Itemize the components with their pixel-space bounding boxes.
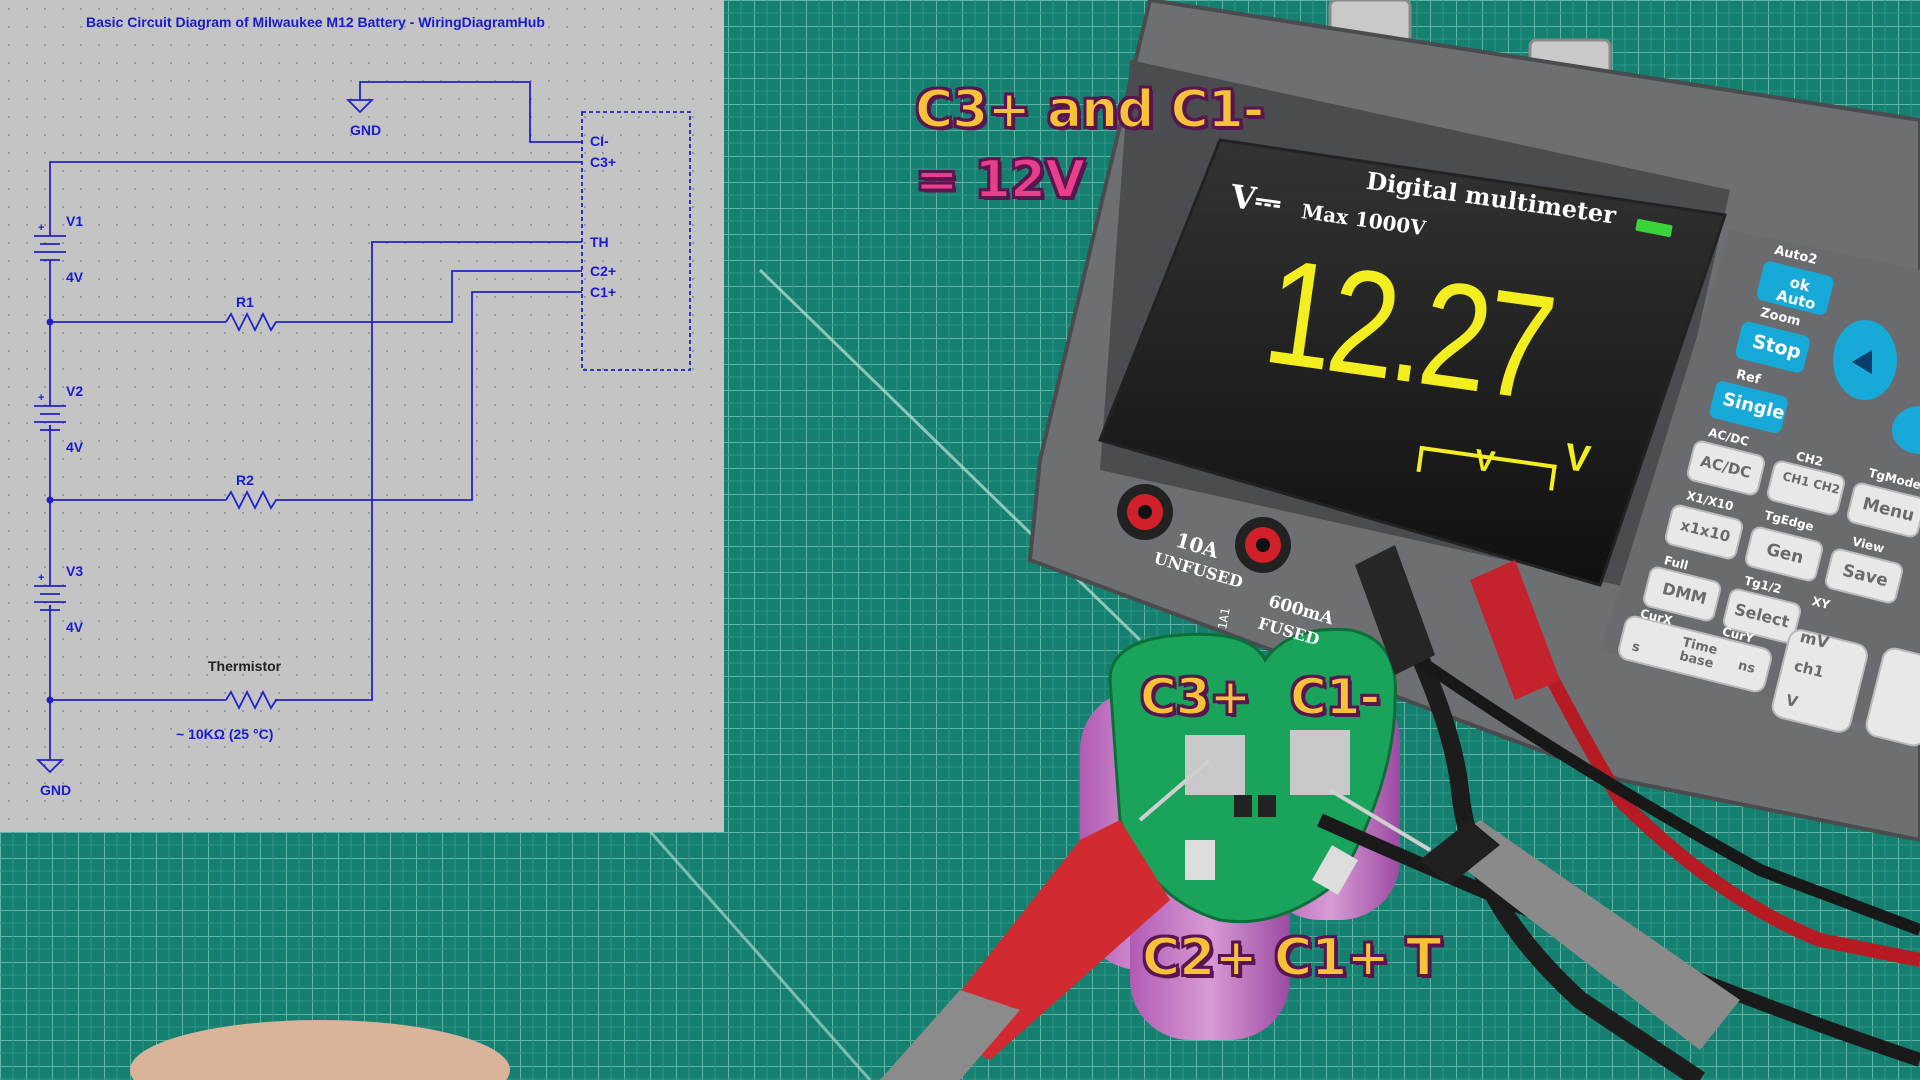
red-probe-tip [1138,758,1212,822]
mat-diagonal-line-2 [638,819,872,1080]
button-timebase[interactable] [1617,615,1773,694]
cell-v3-plus: + [38,572,44,584]
connector-block [581,111,691,371]
button-save[interactable] [1824,548,1904,604]
cell-v1-name: V1 [66,213,83,229]
node-r1 [46,318,54,326]
cell-v3-value: 4V [66,619,84,635]
meter-unit: V [1562,436,1593,482]
cell-v2-plus: + [38,392,44,404]
pcb-component-4 [1312,845,1358,895]
node-thermistor [46,696,54,704]
gnd-label-top: GND [350,122,381,138]
wire-c3plus [49,161,582,230]
button-ch1[interactable] [1770,628,1869,735]
pcb-pad-c1minus [1290,730,1350,795]
pcb-part-label: 1A1 [1215,607,1233,631]
schematic-panel: Basic Circuit Diagram of Milwaukee M12 B… [0,0,724,832]
pcb-pad-c3plus [1185,735,1245,795]
wire-gnd-ci [359,81,582,143]
pcb-component-2 [1258,795,1276,817]
thermistor-value: ~ 10KΩ (25 °C) [176,726,273,742]
button-select[interactable] [1722,588,1802,644]
nav-left-arrow-icon [1852,350,1872,374]
black-lead-cable-2 [1386,635,1920,936]
mode-symbol: V⎓ [1228,177,1284,222]
range-label: V [1472,443,1497,480]
pcb-component-1 [1234,795,1252,817]
button-acdc[interactable] [1686,440,1766,496]
pin-ci-label: CI- [590,133,609,149]
pcb-component-3 [1185,840,1215,880]
button-dmm[interactable] [1642,566,1722,622]
annotation-line1: C3+ and C1- [914,79,1265,141]
wire-c2plus [278,270,582,323]
pin-c1plus-label: C1+ [590,284,616,300]
gnd-symbol-bottom [35,759,65,774]
wire-th [275,241,582,701]
red-plug [1470,560,1560,700]
pin-th-label: TH [590,234,609,250]
button-right[interactable] [1864,646,1920,748]
node-r2 [46,496,54,504]
gnd-label-bottom: GND [40,782,71,798]
jack-10a-hole [1138,505,1152,519]
button-single[interactable] [1708,380,1789,435]
multimeter-device [1027,0,1920,843]
black-probe-grip [1440,820,1740,1050]
hand [130,1020,510,1080]
black-probe-collar [1420,820,1500,885]
cell-v1-symbol [34,230,66,265]
pin-c2plus-label: C2+ [590,263,616,279]
resistor-r1 [225,311,278,333]
button-stop[interactable] [1734,320,1811,374]
cell-v1-plus: + [38,222,44,234]
meter-screen-text: Digital multimeter V⎓ Max 1000V 12.27 V … [1162,145,1696,628]
range-indicator: V [1416,443,1557,491]
jack-600ma-hole [1256,538,1270,552]
cell-v2-name: V2 [66,383,83,399]
gnd-symbol-top [345,99,375,114]
pcb-board [1108,627,1397,924]
black-probe-tip [1328,788,1432,852]
red-probe-handle [880,990,1020,1080]
wire-c1plus [278,291,582,501]
button-x1x10[interactable] [1664,504,1744,560]
cell-v2-value: 4V [66,439,84,455]
button-ch1ch2[interactable] [1766,460,1846,516]
resistor-r2-label: R2 [236,472,254,488]
black-plug [1355,545,1435,675]
probe-label-bottom: C2+ C1+ T [1141,927,1443,989]
button-auto[interactable] [1755,260,1835,316]
battery-icon [1635,219,1673,237]
cell-v3-symbol [34,580,66,611]
resistor-r1-label: R1 [236,294,254,310]
resistor-r2 [225,489,278,511]
diagram-title: Basic Circuit Diagram of Milwaukee M12 B… [86,14,545,30]
probe-label-c1minus: C1- [1289,667,1381,727]
thermistor-label: Thermistor [208,658,282,674]
meter-screen [1097,138,1727,587]
button-gen[interactable] [1744,526,1824,582]
cell-v1-value: 4V [66,269,84,285]
annotation-line2: = 12V [914,149,1086,211]
pin-c3plus-label: C3+ [590,154,616,170]
nav-down-button[interactable] [1892,406,1920,454]
button-menu[interactable] [1846,482,1920,538]
thermistor-symbol [225,689,278,711]
schematic-background [0,0,724,832]
meter-reading: 12.27 [1255,226,1560,432]
probe-label-c3plus: C3+ [1139,667,1252,727]
cell-v3-name: V3 [66,563,83,579]
cell-v2-symbol [34,400,66,431]
